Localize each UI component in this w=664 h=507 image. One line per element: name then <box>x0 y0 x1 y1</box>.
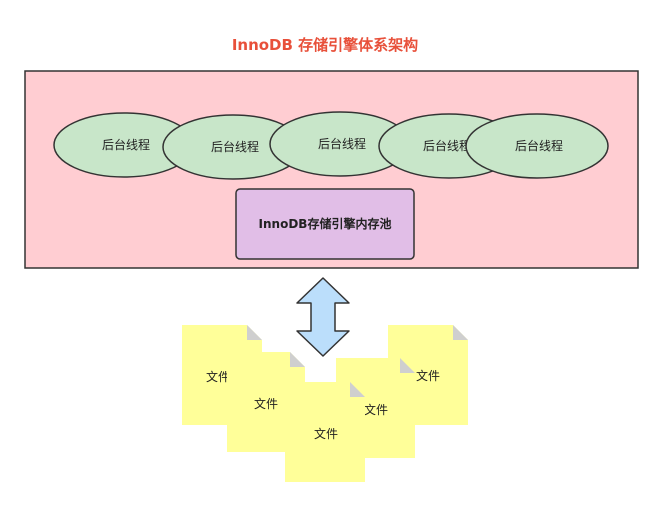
thread-label: 后台线程 <box>318 136 366 151</box>
file-5: 文件 <box>285 382 365 482</box>
thread-label: 后台线程 <box>423 138 471 153</box>
file-label: 文件 <box>416 368 440 383</box>
thread-5: 后台线程 <box>465 113 609 179</box>
buffer-pool: InnoDB存储引擎内存池 <box>235 188 415 260</box>
thread-label: 后台线程 <box>515 138 563 153</box>
thread-1: 后台线程 <box>53 112 195 178</box>
buffer-pool-label: InnoDB存储引擎内存池 <box>259 216 392 231</box>
file-label: 文件 <box>364 402 388 417</box>
file-label: 文件 <box>314 426 338 441</box>
thread-3: 后台线程 <box>269 111 411 177</box>
file-label: 文件 <box>254 396 278 411</box>
thread-label: 后台线程 <box>102 137 150 152</box>
double-arrow-icon <box>296 277 350 357</box>
thread-label: 后台线程 <box>211 139 259 154</box>
file-label: 文件 <box>206 369 230 384</box>
diagram-title: InnoDB 存储引擎体系架构 <box>232 36 418 54</box>
